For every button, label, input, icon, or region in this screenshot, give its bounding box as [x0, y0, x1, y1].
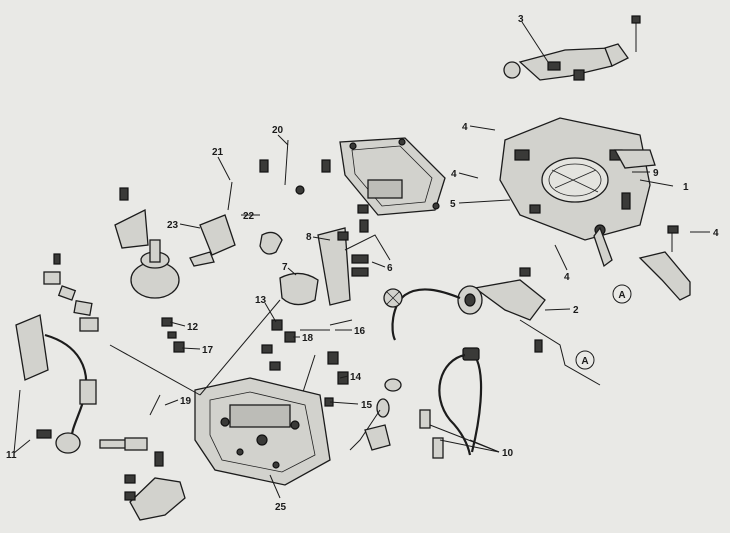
callout-17: 17: [202, 345, 214, 356]
callout-20: 20: [272, 125, 284, 136]
callout-11: 11: [6, 450, 17, 461]
choke-bracket-assembly: [503, 15, 641, 81]
throttle-body: [194, 377, 331, 486]
callout-10: 10: [502, 448, 514, 459]
temperature-sensor: [15, 314, 148, 454]
callout-22: 22: [243, 211, 255, 222]
vacuum-diaphragm: [114, 187, 180, 299]
callout-21: 21: [212, 147, 224, 158]
callout-12: 12: [187, 322, 199, 333]
callout-9: 9: [653, 168, 659, 179]
callout-23: 23: [167, 220, 179, 231]
callout-3: 3: [518, 14, 524, 25]
callout-4: 4: [713, 228, 719, 239]
small-parts: [149, 139, 353, 416]
reference-marker-a-upper: A: [612, 284, 632, 304]
lower-throttle-lever: [124, 451, 186, 521]
callout-1: 1: [683, 182, 689, 193]
carburetor-body: [499, 117, 651, 268]
float-arm: [613, 149, 656, 210]
callout-15: 15: [361, 400, 373, 411]
callout-6: 6: [387, 263, 393, 274]
callout-labels: 1 2 3 4 4 4 4 5 6 7 8 9 10 11 12 13 14 1…: [6, 14, 719, 513]
callout-8: 8: [306, 232, 312, 243]
gasket-cover-plate: [339, 137, 446, 216]
callout-13: 13: [255, 295, 267, 306]
callout-2: 2: [573, 305, 579, 316]
reference-label: A: [618, 290, 625, 301]
throttle-lever-bracket: [638, 225, 691, 301]
reference-label: A: [581, 356, 588, 367]
vacuum-bracket-assembly: [383, 267, 601, 386]
callout-19: 19: [180, 396, 192, 407]
wiring-harness: [349, 347, 483, 459]
callout-7: 7: [282, 262, 288, 273]
callout-4: 4: [462, 122, 468, 133]
callout-4: 4: [564, 272, 570, 283]
callout-25: 25: [275, 502, 287, 513]
callout-4: 4: [451, 169, 457, 180]
reference-marker-a-lower: A: [575, 350, 595, 370]
gasket-stack: [43, 253, 99, 332]
linkage-bracket: [279, 204, 391, 306]
callout-5: 5: [450, 199, 456, 210]
leader-lines: [13, 21, 710, 499]
lower-right-bracket: [364, 424, 391, 451]
callout-16: 16: [354, 326, 366, 337]
callout-14: 14: [350, 372, 362, 383]
callout-18: 18: [302, 333, 314, 344]
